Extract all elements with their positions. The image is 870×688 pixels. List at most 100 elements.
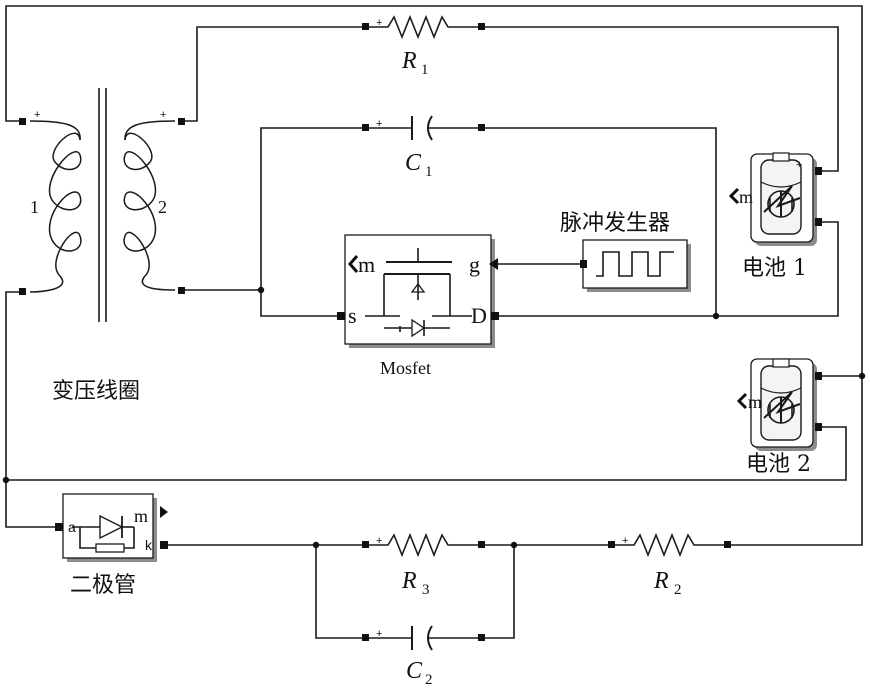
winding-label-secondary: 2 (158, 197, 167, 217)
capacitor-subscript: 1 (425, 164, 433, 180)
battery-2-block[interactable]: m 电池 2 (736, 358, 822, 477)
battery-1-caption: 电池 1 (742, 256, 807, 281)
resistor-port (724, 541, 731, 548)
wiring (2, 5, 866, 639)
junction-dot (510, 541, 518, 549)
diode-port-a[interactable] (55, 523, 63, 531)
capacitor-symbol: C (405, 150, 422, 176)
resistor-icon (615, 532, 724, 558)
capacitor-c1[interactable]: + C 1 (362, 115, 485, 180)
mosfet-port-s[interactable] (337, 312, 345, 320)
pulse-generator-port (580, 260, 587, 268)
battery-port-m-arrow (736, 392, 748, 410)
terminal-plus-mark: + (160, 109, 166, 121)
battery-port-m-arrow (728, 187, 740, 205)
diode-caption: 二极管 (70, 573, 136, 598)
capacitor-port (478, 634, 485, 641)
wire-primary-bottom (5, 291, 58, 528)
diode-port-label: k (145, 537, 153, 553)
secondary-coil-icon (123, 120, 176, 291)
diode-block[interactable]: a m k 二极管 (55, 493, 168, 598)
resistor-subscript: 2 (674, 582, 682, 598)
wire-c2 (315, 545, 365, 639)
battery-icon (760, 358, 802, 441)
diode-port-k[interactable] (160, 541, 168, 549)
terminal-plus-mark: + (376, 17, 382, 29)
wire-drain (494, 221, 839, 317)
capacitor-subscript: 2 (425, 672, 433, 688)
diode-icon (72, 514, 135, 553)
mosfet-caption: Mosfet (380, 358, 431, 378)
junction-dot (712, 312, 720, 320)
wire-b2-minus (6, 426, 847, 481)
transformer-port[interactable] (178, 118, 185, 125)
mosfet-icon (365, 248, 472, 338)
battery-port-label: m (739, 187, 753, 207)
junction-dot (312, 541, 320, 549)
mosfet-port-label: m (358, 252, 375, 277)
resistor-port (478, 541, 485, 548)
resistor-icon (369, 532, 478, 558)
mosfet-port-label: D (471, 303, 487, 328)
mosfet-port-d[interactable] (491, 312, 499, 320)
transformer-port[interactable] (19, 288, 26, 295)
battery-2-port-plus[interactable] (815, 372, 822, 380)
terminal-plus-mark: + (622, 535, 628, 547)
battery-1-block[interactable]: m + 电池 1 (728, 152, 822, 281)
junction-dot (858, 372, 866, 380)
junction-dot (2, 476, 10, 484)
wire-c2-right (482, 545, 515, 639)
mosfet-port-label: s (348, 303, 357, 328)
junction-dot (257, 286, 265, 294)
capacitor-c2[interactable]: + C 2 (362, 625, 485, 688)
capacitor-symbol: C (406, 658, 423, 684)
mosfet-block[interactable]: m g s D Mosfet (337, 234, 499, 378)
diode-port-label: a (68, 519, 76, 535)
resistor-port (362, 541, 369, 548)
terminal-plus-mark: + (376, 535, 382, 547)
battery-2-caption: 电池 2 (746, 452, 811, 477)
transformer-port[interactable] (178, 287, 185, 294)
resistor-r1[interactable]: + R 1 (362, 14, 485, 78)
battery-icon (760, 152, 802, 235)
square-wave-icon (596, 251, 674, 277)
wire-c1-left (260, 127, 365, 317)
transformer[interactable]: + + 1 2 变压线圈 (19, 88, 185, 404)
capacitor-port (478, 124, 485, 131)
resistor-port (478, 23, 485, 30)
mosfet-port-g-arrow (489, 258, 498, 270)
battery-port-label: m (748, 392, 762, 412)
pulse-generator-body (582, 239, 688, 289)
transformer-port[interactable] (19, 118, 26, 125)
mosfet-port-m-arrow (348, 255, 359, 273)
wire-outer-top (5, 5, 863, 546)
terminal-plus-mark: + (376, 118, 382, 130)
terminal-plus-mark: + (376, 628, 382, 640)
resistor-r3[interactable]: + R 3 (362, 532, 485, 598)
capacitor-port (362, 634, 369, 641)
resistor-r2[interactable]: + R 2 (608, 532, 731, 598)
diode-port-m-arrow (160, 506, 168, 518)
winding-label-primary: 1 (30, 197, 39, 217)
resistor-port (608, 541, 615, 548)
pulse-generator-block[interactable]: 脉冲发生器 (560, 211, 691, 292)
wire-r1 (183, 26, 365, 122)
terminal-plus-mark: + (34, 109, 40, 121)
wire-c1-right (482, 127, 717, 316)
resistor-subscript: 3 (422, 582, 430, 598)
resistor-symbol: R (653, 568, 669, 594)
mosfet-port-label: g (469, 252, 480, 277)
battery-2-port-minus[interactable] (815, 423, 822, 431)
resistor-symbol: R (401, 568, 417, 594)
resistor-port (362, 23, 369, 30)
transformer-caption: 变压线圈 (52, 379, 140, 404)
resistor-icon (369, 14, 478, 40)
pulse-generator-caption: 脉冲发生器 (560, 211, 670, 236)
resistor-subscript: 1 (421, 62, 429, 78)
wire-r1-right (482, 26, 839, 172)
battery-1-port-plus[interactable] (815, 167, 822, 175)
battery-1-port-minus[interactable] (815, 218, 822, 226)
capacitor-port (362, 124, 369, 131)
primary-coil-icon (29, 120, 82, 293)
